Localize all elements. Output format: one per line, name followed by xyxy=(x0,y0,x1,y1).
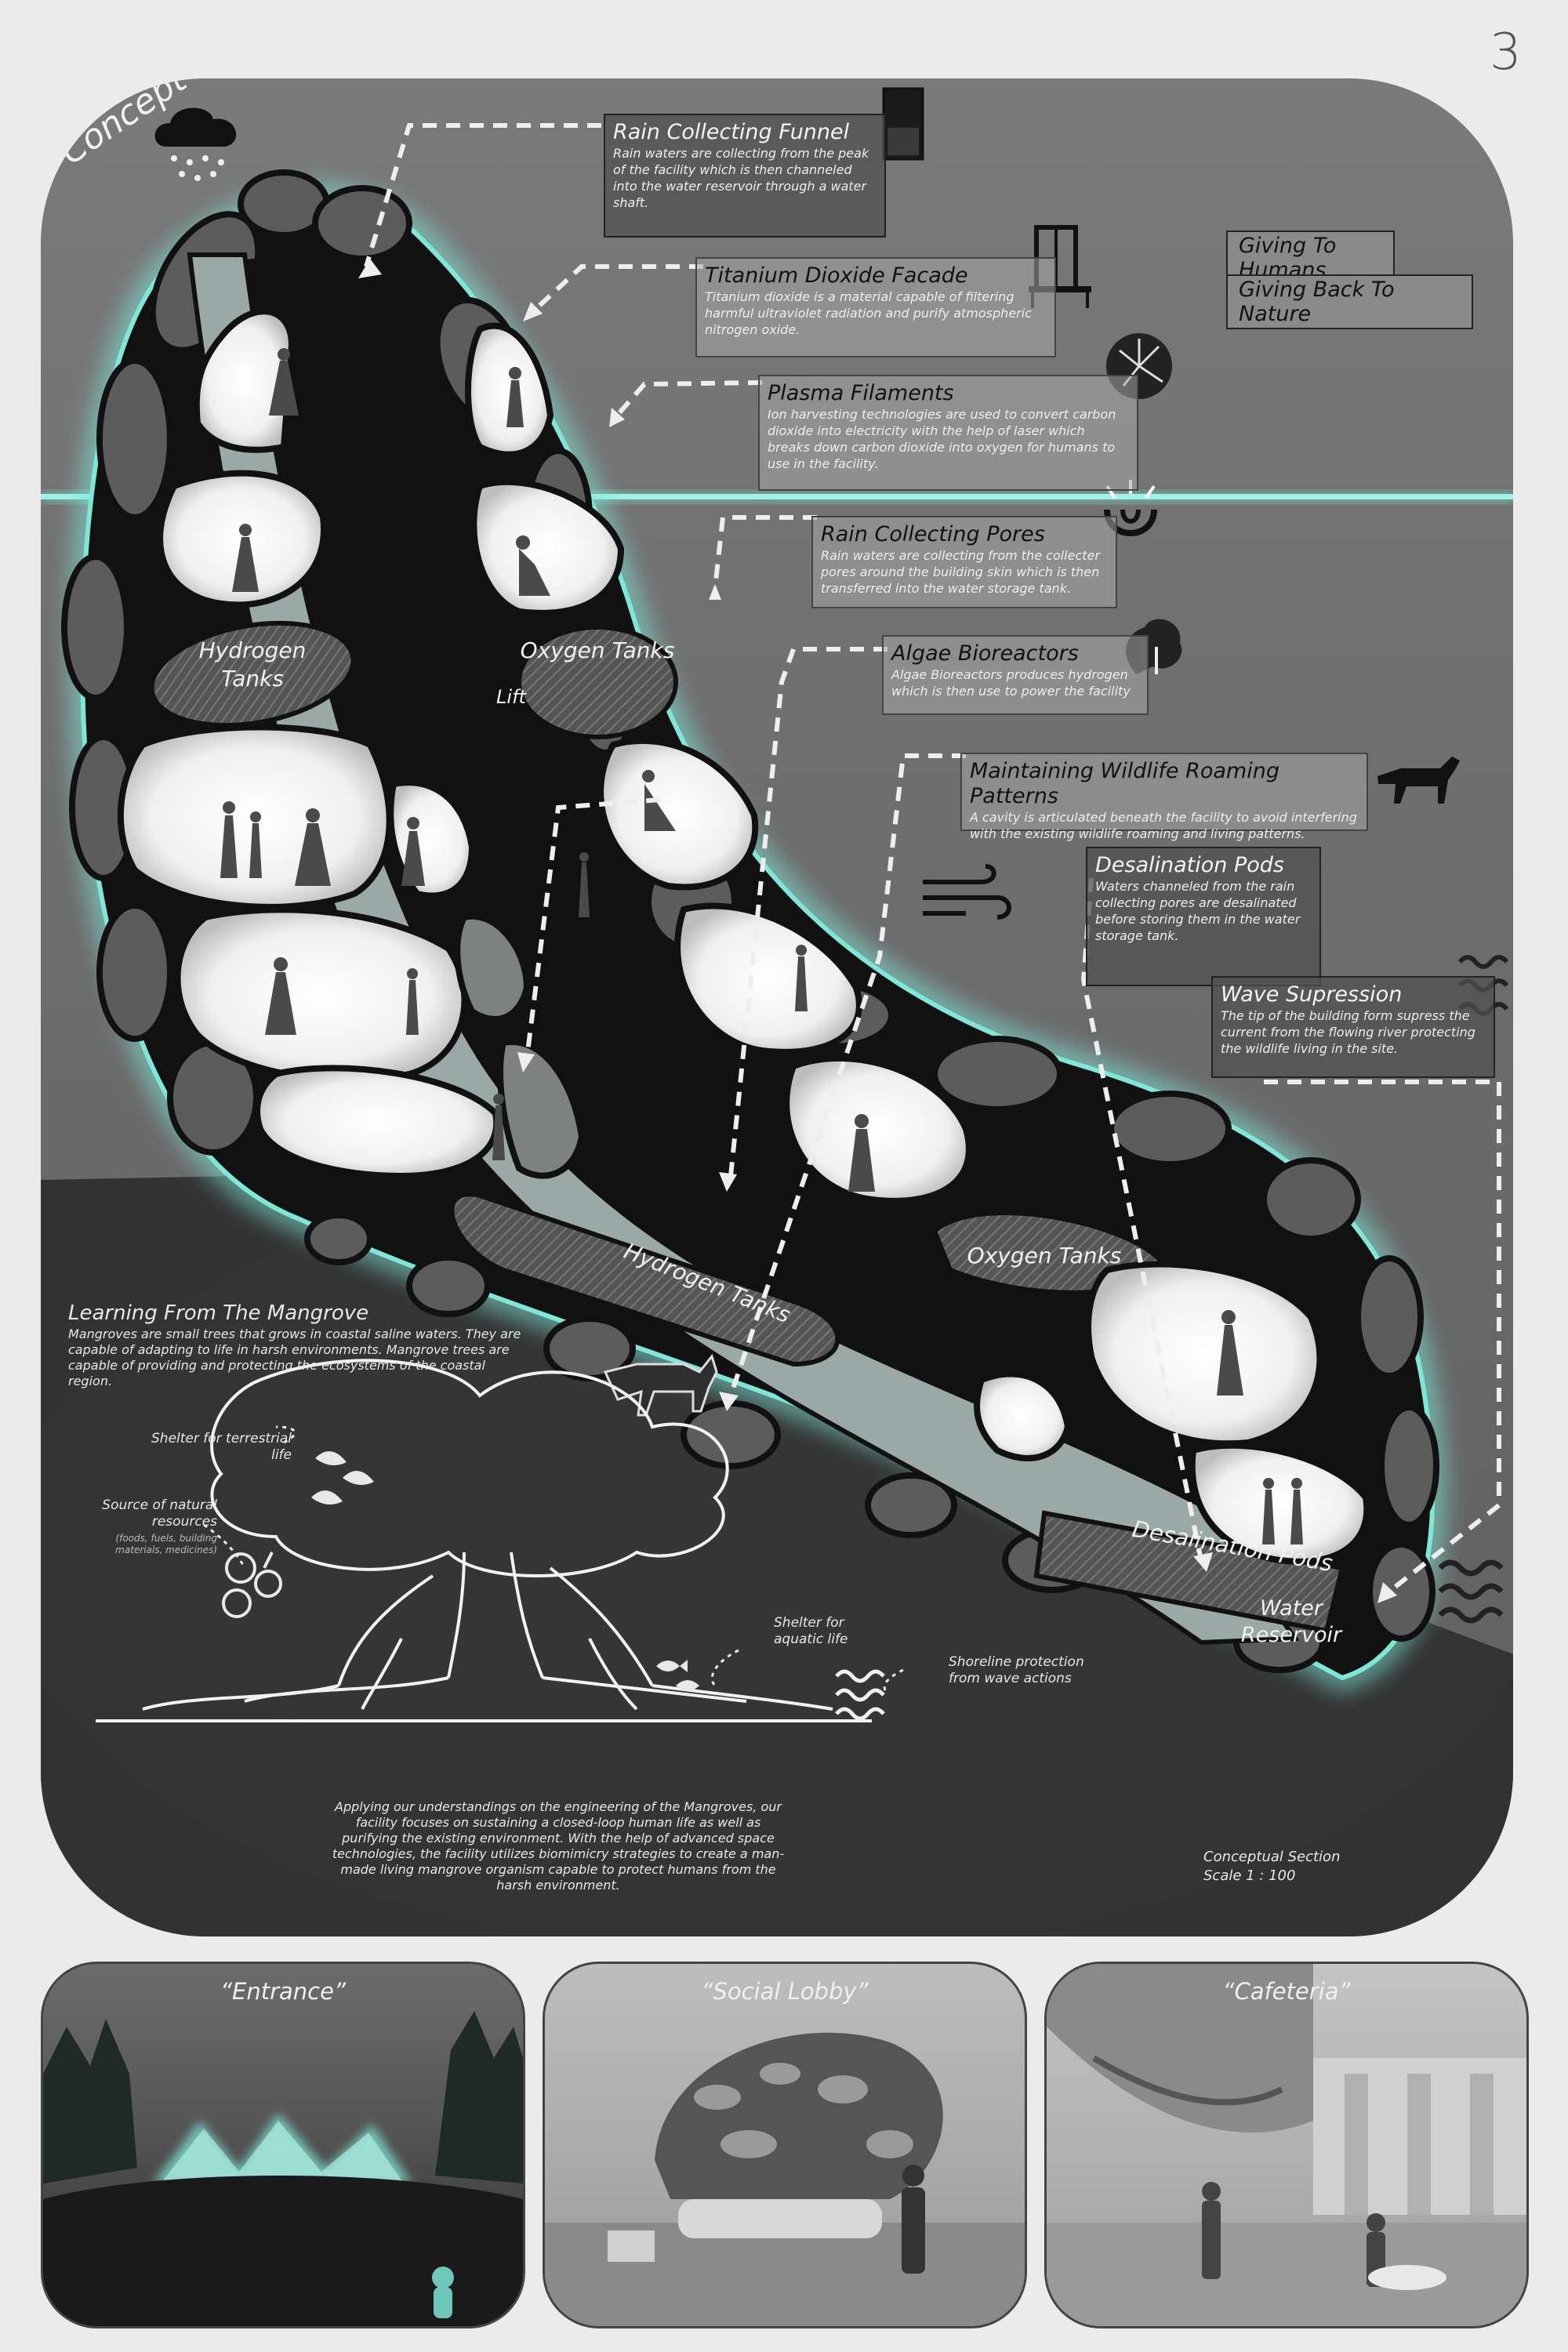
callout-algae-bioreactors: Algae Bioreactors Algae Bioreactors prod… xyxy=(882,635,1149,715)
callout-plasma-filaments: Plasma Filaments Ion harvesting technolo… xyxy=(758,375,1138,491)
wolf-icon xyxy=(603,1353,718,1417)
label-oxygen-tanks-upper: Oxygen Tanks xyxy=(520,637,675,663)
render-entrance-title: “Entrance” xyxy=(220,1978,346,2005)
mangrove-body: Mangroves are small trees that grows in … xyxy=(68,1327,521,1388)
wolf-icon xyxy=(1377,757,1460,804)
legend-giving-back-to-nature: Giving Back To Nature xyxy=(1226,274,1473,329)
fruit-icon xyxy=(222,1552,282,1618)
laser-line xyxy=(41,494,1513,499)
section-caption-title: Conceptual Section xyxy=(1203,1849,1341,1865)
habitable-rooms xyxy=(117,308,1370,1565)
render-social-lobby-title: “Social Lobby” xyxy=(701,1978,869,2005)
callout-titanium-facade: Titanium Dioxide Facade Titanium dioxide… xyxy=(695,257,1056,358)
note-shoreline: Shoreline protection from wave actions xyxy=(949,1654,1084,1686)
callout-wildlife-roaming: Maintaining Wildlife Roaming Patterns A … xyxy=(960,753,1368,841)
section-drawing xyxy=(41,123,1513,1936)
water-tank-icon xyxy=(882,87,924,161)
mangrove-tree-illustration xyxy=(142,1359,833,1711)
note-source-resources: Source of natural resources xyxy=(102,1497,217,1530)
concept-section-panel: The Concept Giving To Humans Giving Back… xyxy=(41,78,1513,1936)
storage-tanks xyxy=(149,620,1345,1634)
label-oxygen-tanks-lower: Oxygen Tanks xyxy=(967,1243,1122,1269)
label-water-reservoir: Water Reservoir xyxy=(1240,1596,1342,1647)
wave-icon xyxy=(1438,1559,1504,1624)
label-hydrogen-tanks-upper: Hydrogen Tanks xyxy=(198,637,307,691)
callout-wave-supression: Wave Supression The tip of the building … xyxy=(1211,976,1495,1078)
mangrove-title: Learning From The Mangrove xyxy=(68,1301,369,1325)
render-cafeteria-title: “Cafeteria” xyxy=(1222,1978,1351,2005)
render-cafeteria: “Cafeteria” xyxy=(1044,1962,1529,2328)
render-entrance: “Entrance” xyxy=(41,1962,525,2328)
render-social-lobby: “Social Lobby” xyxy=(543,1962,1027,2328)
people-silhouettes xyxy=(220,348,1303,1544)
note-resources-detail: (foods, fuels, building materials, medic… xyxy=(115,1533,217,1555)
wind-icon xyxy=(923,864,1011,920)
concept-summary: Applying our understandings on the engin… xyxy=(332,1799,785,1893)
wave-icon xyxy=(835,1669,885,1721)
section-caption-scale: Scale 1 : 100 xyxy=(1203,1867,1296,1884)
note-shelter-terrestrial: Shelter for terrestrial life xyxy=(151,1431,292,1463)
page-number: 3 xyxy=(1490,24,1522,82)
label-lift: Lift xyxy=(496,686,526,708)
bird-icon xyxy=(311,1451,374,1504)
callout-rain-pores: Rain Collecting Pores Rain waters are co… xyxy=(811,516,1117,608)
rain-cloud-icon xyxy=(154,107,237,181)
note-shelter-aquatic: Shelter for aquatic life xyxy=(774,1615,848,1647)
callout-rain-funnel: Rain Collecting Funnel Rain waters are c… xyxy=(604,114,886,238)
callout-desalination-pods: Desalination Pods Waters channeled from … xyxy=(1086,847,1321,986)
fish-icon xyxy=(656,1660,699,1691)
